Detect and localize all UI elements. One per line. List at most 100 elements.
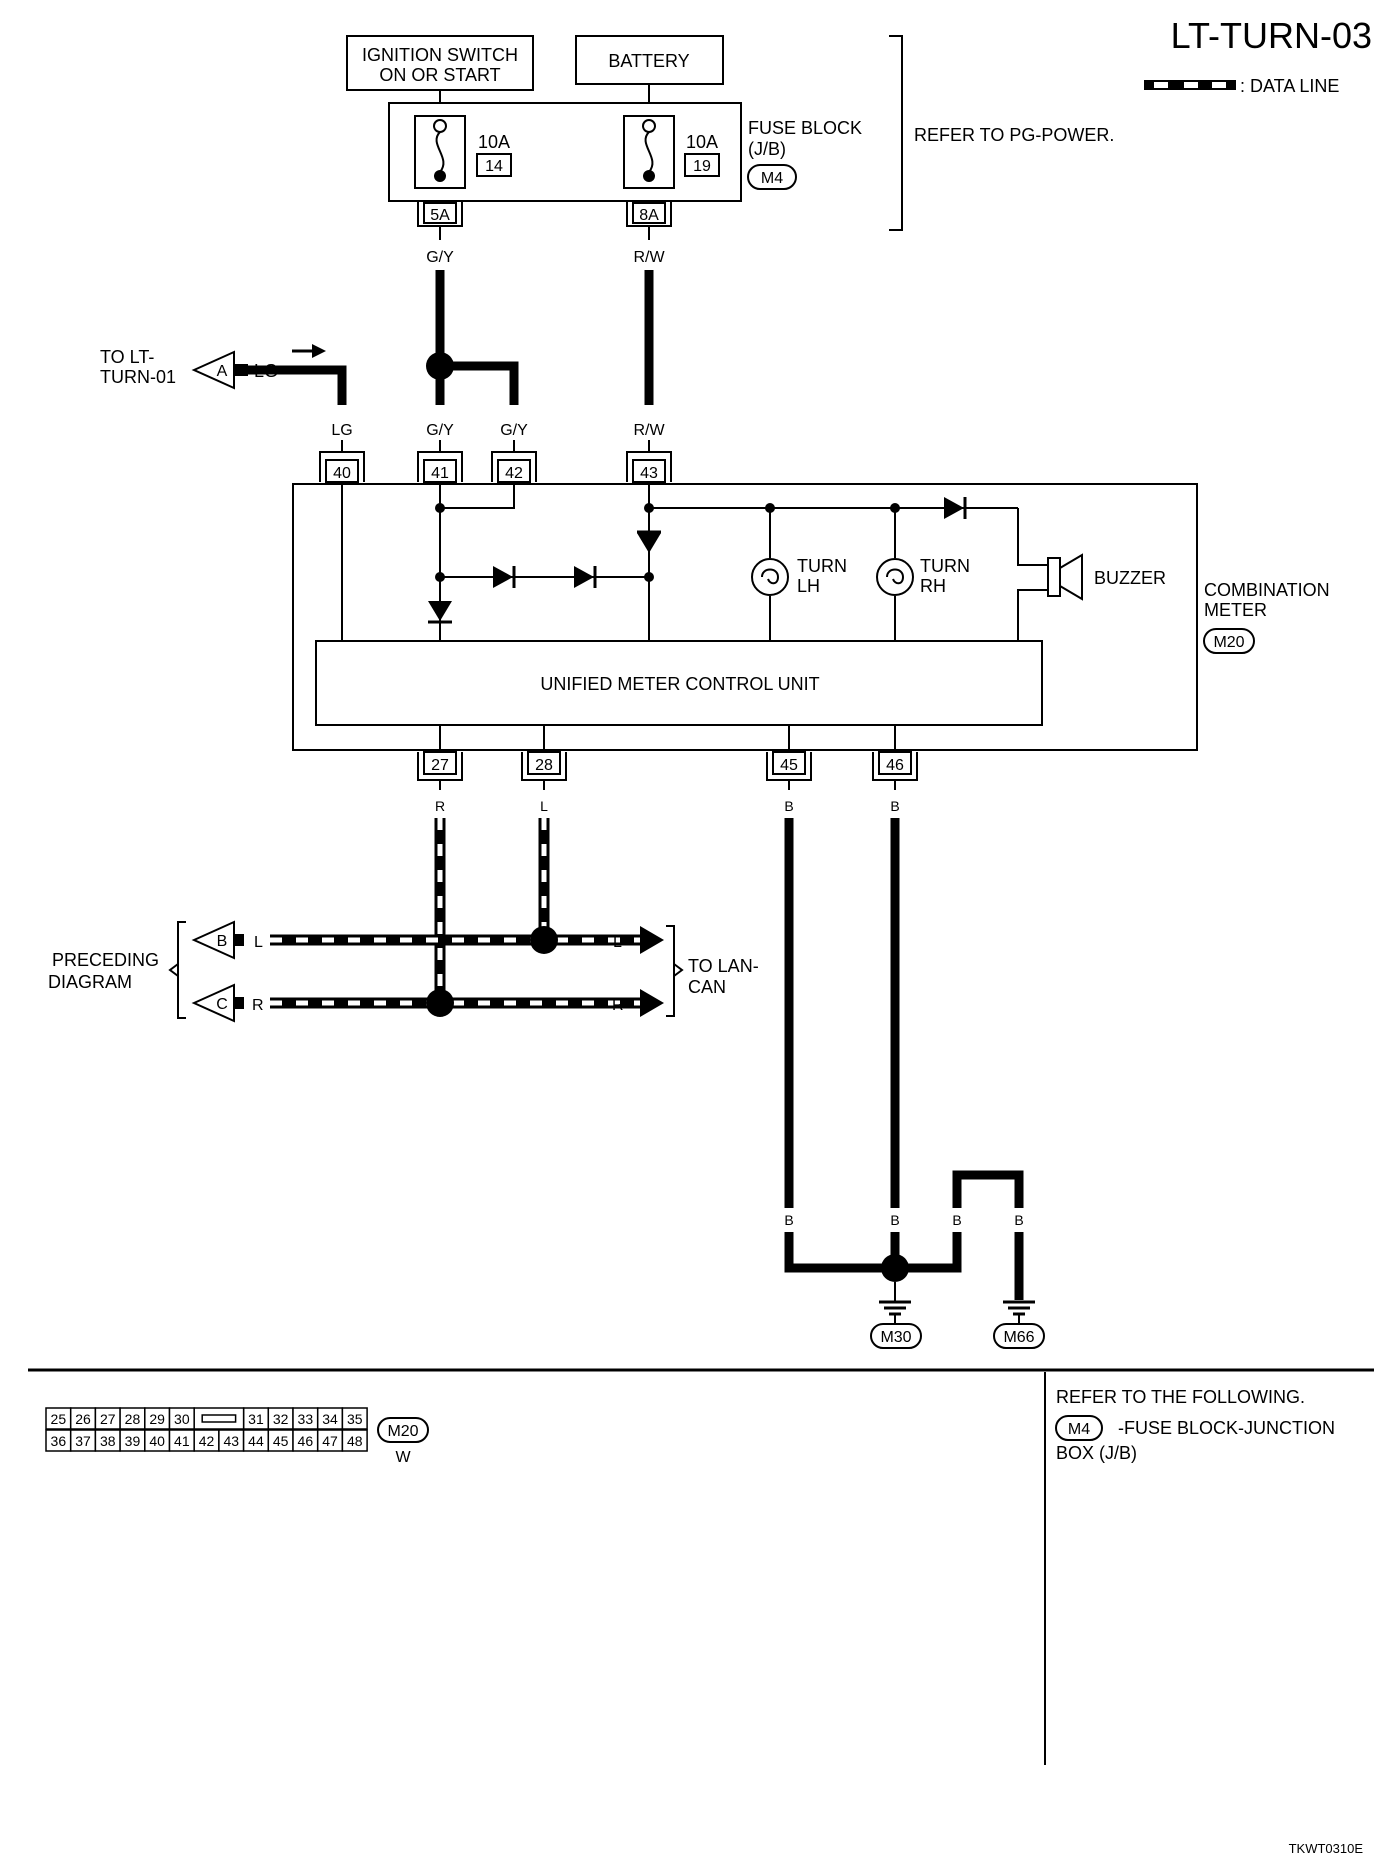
preceding-bracket xyxy=(177,921,186,1019)
svg-text:8A: 8A xyxy=(639,207,659,224)
pin-46: 46 xyxy=(872,751,918,781)
connector-tag-m30: M30 xyxy=(870,1323,922,1349)
svg-text:M30: M30 xyxy=(880,1329,911,1346)
connector-cavity-number: 41 xyxy=(174,1433,190,1449)
offpage-connector-c: C xyxy=(191,983,244,1023)
preceding-diagram-2: DIAGRAM xyxy=(48,972,132,992)
svg-text:43: 43 xyxy=(640,465,658,482)
page-title: LT-TURN-03 xyxy=(1171,15,1372,56)
combination-meter-label-1: COMBINATION xyxy=(1204,580,1330,600)
splice-gy xyxy=(426,352,454,380)
ignition-label-1: IGNITION SWITCH xyxy=(362,45,518,65)
battery-box: BATTERY xyxy=(575,35,724,85)
to-lan-can-1: TO LAN- xyxy=(688,956,759,976)
refer-pg-power: REFER TO PG-POWER. xyxy=(914,125,1114,145)
unified-meter-label: UNIFIED METER CONTROL UNIT xyxy=(540,674,819,694)
wire-label-b-3: B xyxy=(952,1212,961,1228)
wire-label-pin46: B xyxy=(890,798,899,814)
connector-cavity-number: 32 xyxy=(273,1411,289,1427)
ignition-label-2: ON OR START xyxy=(379,65,500,85)
connector-face-tag: M20 xyxy=(377,1417,429,1443)
wire-label-pin28: L xyxy=(540,798,548,814)
connector-cavity-number: 33 xyxy=(298,1411,314,1427)
legend-label: : DATA LINE xyxy=(1240,76,1339,96)
connector-cavity-number: 26 xyxy=(75,1411,91,1427)
flow-arrow xyxy=(312,344,326,358)
connector-cavity-number: 37 xyxy=(75,1433,91,1449)
wire-label-gy-top: G/Y xyxy=(426,249,454,266)
svg-text:M4: M4 xyxy=(1068,1421,1090,1438)
svg-text:C: C xyxy=(216,996,228,1013)
wire-b-splice xyxy=(784,1232,962,1273)
pin-28: 28 xyxy=(521,751,567,781)
connector-cavity-number: 45 xyxy=(273,1433,289,1449)
fuse-14-amp: 10A xyxy=(478,132,510,152)
turn-rh-label-2: RH xyxy=(920,576,946,596)
refer-following-text-1: -FUSE BLOCK-JUNCTION xyxy=(1118,1418,1335,1438)
connector-cavity-number: 38 xyxy=(100,1433,116,1449)
to-lt-turn-01-1: TO LT- xyxy=(100,347,154,367)
wire-label-l-right: L xyxy=(613,934,622,951)
svg-text:42: 42 xyxy=(505,465,523,482)
wire-label-l-left: L xyxy=(254,934,263,951)
wire-label-lg-left: LG xyxy=(254,361,278,381)
connector-cavity-number: 34 xyxy=(322,1411,338,1427)
connector-tag-m4-footer: M4 xyxy=(1055,1415,1103,1441)
svg-text:M4: M4 xyxy=(761,170,783,187)
pin-43: 43 xyxy=(626,451,672,483)
turn-lh-label-1: TURN xyxy=(797,556,847,576)
connector-cavity-number: 44 xyxy=(248,1433,264,1449)
pin-42: 42 xyxy=(491,451,537,483)
connector-cavity-number: 28 xyxy=(125,1411,141,1427)
battery-label: BATTERY xyxy=(608,51,689,71)
connector-cavity-number: 30 xyxy=(174,1411,190,1427)
terminal-5a: 5A xyxy=(417,201,463,227)
pin-41: 41 xyxy=(417,451,463,483)
svg-text:46: 46 xyxy=(886,757,904,774)
svg-text:M20: M20 xyxy=(387,1423,418,1440)
unified-meter-control-unit xyxy=(315,640,1043,726)
splice-ground xyxy=(881,1254,909,1282)
wire-label-r-left: R xyxy=(252,997,264,1014)
turn-rh-label-1: TURN xyxy=(920,556,970,576)
svg-text:28: 28 xyxy=(535,757,553,774)
wire-label-r-right: R xyxy=(612,997,624,1014)
data-line-legend: : DATA LINE xyxy=(1144,76,1339,96)
figure-code: TKWT0310E xyxy=(1289,1841,1364,1856)
connector-cavity-number: 36 xyxy=(51,1433,67,1449)
wire-label-b-1: B xyxy=(784,1212,793,1228)
wire-label-pin43: R/W xyxy=(633,422,665,439)
connector-cavity-number: 46 xyxy=(298,1433,314,1449)
connector-cavity xyxy=(341,1407,368,1430)
combination-meter-box xyxy=(292,483,1198,751)
ignition-switch-box: IGNITION SWITCH ON OR START xyxy=(346,35,534,91)
connector-tag-m20: M20 xyxy=(1203,628,1255,654)
svg-text:40: 40 xyxy=(333,465,351,482)
fuse-block: 10A 14 10A 19 xyxy=(388,102,742,202)
fuse-14-number: 14 xyxy=(485,158,503,175)
offpage-connector-b: B xyxy=(191,920,244,960)
ground-icon-m66 xyxy=(1003,1300,1035,1316)
connector-cavity-number: 40 xyxy=(149,1433,165,1449)
connector-cavity-number: 29 xyxy=(149,1411,165,1427)
pin-27: 27 xyxy=(417,751,463,781)
fuse-19-number: 19 xyxy=(693,158,711,175)
svg-text:5A: 5A xyxy=(430,207,450,224)
connector-cavity-number: 43 xyxy=(223,1433,239,1449)
connector-cavity-number: 35 xyxy=(347,1411,363,1427)
wire-b-loop xyxy=(952,1170,1024,1208)
pin-45: 45 xyxy=(766,751,812,781)
svg-text:41: 41 xyxy=(431,465,449,482)
to-lan-can-2: CAN xyxy=(688,977,726,997)
wire-label-rw-top: R/W xyxy=(633,249,665,266)
wire-lg xyxy=(248,365,347,405)
wire-gy-branch xyxy=(440,361,519,405)
svg-text:45: 45 xyxy=(780,757,798,774)
connector-cavity-number: 42 xyxy=(199,1433,215,1449)
connector-cavity-number: 47 xyxy=(322,1433,338,1449)
terminal-8a: 8A xyxy=(626,201,672,227)
wire-label-pin27: R xyxy=(435,798,445,814)
connector-cavity-number: 25 xyxy=(51,1411,67,1427)
